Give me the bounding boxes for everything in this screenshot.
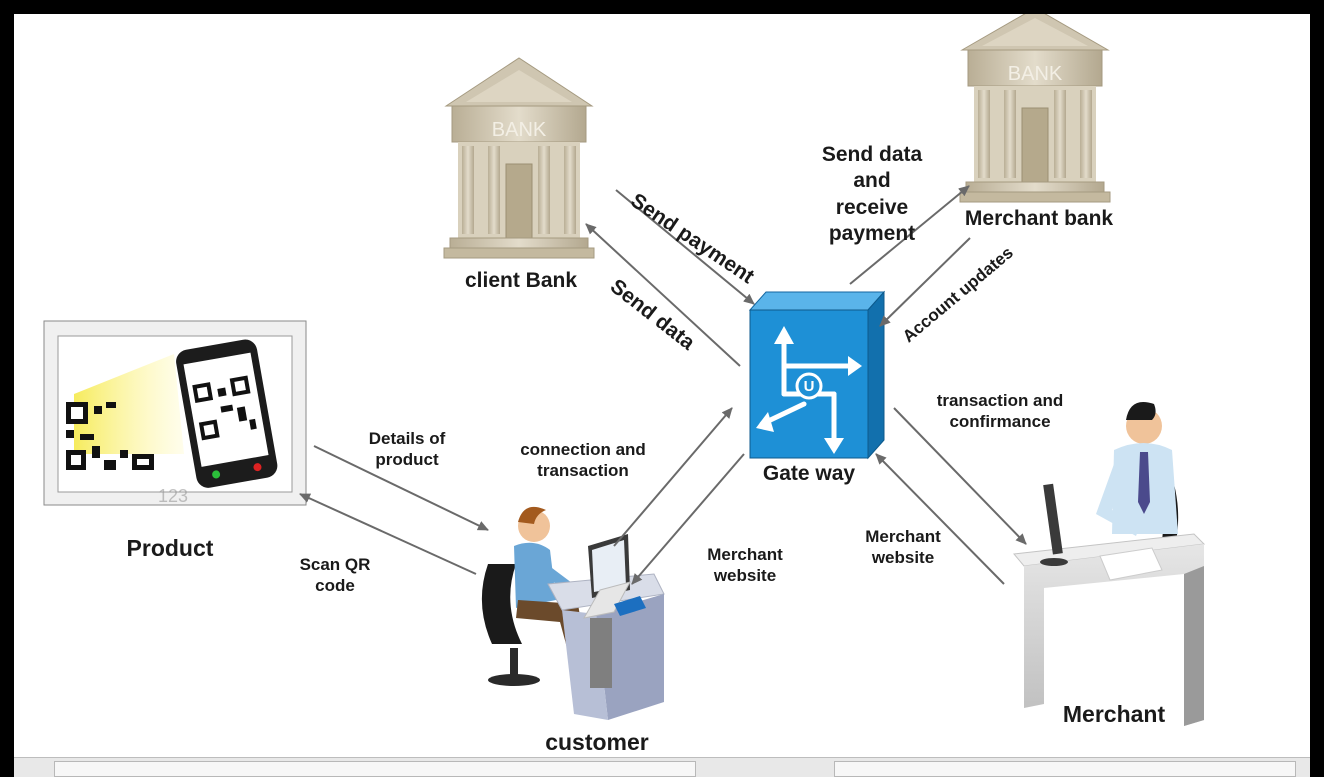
edge-send-data bbox=[585, 223, 741, 367]
product-image bbox=[43, 320, 307, 506]
product-watermark: 123 bbox=[158, 486, 188, 506]
client-bank-label: client Bank bbox=[464, 269, 578, 292]
diagram-graphics: BANK BANK U 123 bbox=[43, 14, 1206, 726]
edge-connection bbox=[613, 407, 733, 547]
merchant-website-label-1: Merchant website bbox=[707, 545, 783, 586]
horizontal-scrollbar[interactable] bbox=[14, 757, 1310, 777]
client-bank-sign: BANK bbox=[492, 119, 547, 141]
merchant-bank-label: Merchant bank bbox=[964, 207, 1114, 230]
edge-scan-qr bbox=[299, 493, 477, 575]
customer-label: customer bbox=[545, 729, 649, 755]
edge-details-product bbox=[313, 445, 489, 531]
edge-transaction bbox=[893, 407, 1027, 545]
connection-transaction-label: connection and transaction bbox=[520, 440, 646, 481]
client-bank-icon bbox=[443, 57, 595, 259]
merchant-illustration bbox=[1013, 402, 1206, 726]
transaction-confirmance-label: transaction and confirmance bbox=[936, 391, 1064, 432]
merchant-website-label-2: Merchant website bbox=[865, 527, 941, 568]
edge-merchant-website-1 bbox=[631, 453, 745, 585]
edge-account-updates bbox=[879, 237, 971, 327]
send-receive-label: Send data and receive payment bbox=[821, 143, 923, 245]
gateway-logo: U bbox=[804, 378, 815, 395]
diagram-canvas: BANK BANK U 123 client Bank Merchant ban… bbox=[14, 14, 1310, 762]
scan-qr-label: Scan QR code bbox=[299, 555, 371, 596]
gateway-icon bbox=[748, 290, 886, 460]
edge-send-receive bbox=[849, 185, 970, 285]
edge-merchant-website-2 bbox=[875, 453, 1005, 585]
edge-send-payment bbox=[615, 189, 755, 305]
merchant-label: Merchant bbox=[1062, 701, 1166, 727]
scrollbar-track[interactable] bbox=[834, 761, 1296, 777]
gateway-label: Gate way bbox=[762, 462, 856, 485]
customer-illustration bbox=[481, 506, 665, 720]
merchant-bank-icon bbox=[959, 14, 1111, 203]
scrollbar-thumb[interactable] bbox=[54, 761, 696, 777]
product-label: Product bbox=[126, 535, 214, 561]
details-of-product-label: Details of product bbox=[368, 429, 446, 470]
merchant-bank-sign: BANK bbox=[1008, 63, 1063, 85]
edges bbox=[299, 185, 1027, 585]
